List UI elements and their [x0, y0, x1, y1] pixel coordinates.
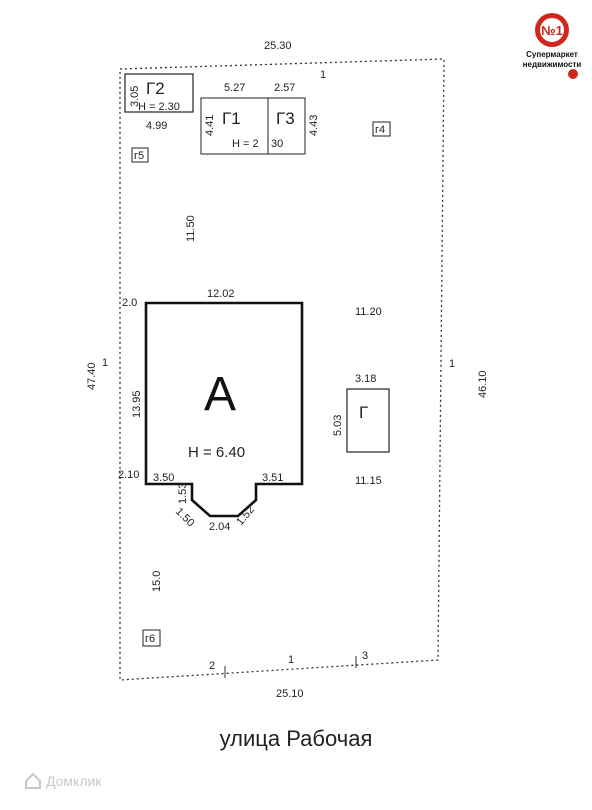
house-bay-right-diag: 1.52 — [234, 504, 257, 528]
building-g — [346, 388, 390, 453]
house-bottom-left-seg: 3.50 — [153, 472, 174, 484]
logo-emblem-icon: №1 Супермаркет недвижимости — [523, 13, 582, 79]
house-top-width: 12.02 — [207, 288, 235, 300]
point-2-bottom: 2 — [209, 660, 215, 672]
logo-mark: №1 — [541, 23, 563, 38]
g3-width: 2.57 — [274, 82, 295, 94]
g2-side: 3.05 — [129, 86, 141, 107]
tag-g6: г6 — [145, 633, 155, 645]
house-a-height: Н = 6.40 — [188, 444, 245, 461]
plot-top-length: 25.30 — [264, 40, 292, 52]
street-name: улица Рабочая — [219, 726, 373, 751]
tag-g5-box — [131, 147, 149, 163]
g1-g3-height-right: 30 — [271, 138, 283, 150]
building-g3 — [267, 97, 306, 155]
g1-g3-height-left: Н = 2 — [232, 138, 259, 150]
tag-g6-box — [142, 629, 161, 647]
logo-line2: недвижимости — [523, 60, 582, 69]
tag-g4-box — [372, 121, 391, 137]
g1-label: Г1 — [222, 109, 241, 128]
plot-left-length: 47.40 — [86, 362, 98, 390]
point-1-top: 1 — [320, 69, 326, 81]
g1-width: 5.27 — [224, 82, 245, 94]
plot-bottom-length: 25.10 — [276, 688, 304, 700]
house-bottom-right-seg: 3.51 — [262, 472, 283, 484]
g2-label: Г2 — [146, 79, 165, 98]
point-1-right: 1 — [449, 358, 455, 370]
house-bay-left-side: 1.53 — [177, 483, 189, 504]
house-corner-bottom-left: 2.10 — [118, 469, 139, 481]
g2-bottom: 4.99 — [146, 120, 167, 132]
distance-right-lower: 11.15 — [355, 475, 382, 487]
point-1-left: 1 — [102, 357, 108, 369]
distance-right-upper: 11.20 — [355, 306, 382, 318]
house-a-outline — [144, 301, 304, 518]
point-3-bottom: 3 — [362, 650, 368, 662]
g2-height: Н = 2.30 — [138, 101, 180, 113]
house-a-label: А — [204, 368, 236, 421]
house-bay-bottom: 2.04 — [209, 521, 230, 533]
tag-g5: г5 — [134, 150, 144, 162]
distance-left-lower: 15.0 — [151, 571, 163, 592]
distance-left-upper: 11.50 — [185, 215, 197, 242]
point-1-bottom: 1 — [288, 654, 294, 666]
house-bay-left-diag: 1.50 — [173, 506, 197, 530]
house-icon — [25, 772, 41, 789]
tag-g4: г4 — [375, 124, 385, 136]
watermark: Домклик — [24, 772, 101, 790]
g-height: 5.03 — [332, 415, 344, 436]
plot-right-length: 46.10 — [477, 370, 489, 398]
house-left-height: 13.95 — [131, 390, 143, 418]
g3-label: Г3 — [276, 109, 295, 128]
watermark-text: Домклик — [46, 773, 102, 789]
plot-boundary — [119, 58, 445, 681]
house-corner-top-left: 2.0 — [122, 297, 137, 309]
building-g2 — [124, 73, 194, 113]
logo-line1: Супермаркет — [526, 50, 578, 59]
g3-height: 4.43 — [308, 115, 320, 136]
g1-height: 4.41 — [204, 115, 216, 136]
g-width: 3.18 — [355, 373, 376, 385]
agency-logo: №1 Супермаркет недвижимости — [520, 8, 584, 82]
g-label: Г — [359, 403, 368, 422]
